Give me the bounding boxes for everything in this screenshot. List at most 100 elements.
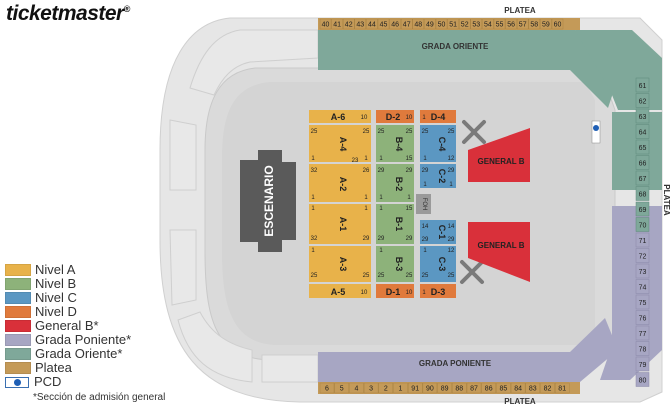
platea-seat-bottom-81[interactable] [555,382,570,394]
platea-seat-top-54[interactable] [482,18,494,30]
platea-seat-bottom-84[interactable] [510,382,526,394]
section-d3[interactable]: D-3 1 [420,284,456,298]
section-a4[interactable]: A-4 25 25 1 1 [309,125,371,162]
section-d4[interactable]: D-4 1 [420,110,456,123]
platea-seat-top-59[interactable] [540,18,552,30]
platea-seat-bottom-88[interactable] [452,382,467,394]
section-a1[interactable]: A-1 32 29 1 1 [309,204,371,244]
platea-seat-top-45[interactable] [377,18,390,30]
platea-seat-top-58[interactable] [528,18,540,30]
platea-seat-right-68[interactable] [635,186,650,201]
platea-seat-right-label: 69 [639,207,647,214]
section-b2[interactable]: B-2 29 29 1 1 [376,164,414,202]
platea-seat-bottom-label: 89 [441,386,449,393]
platea-seat-right-64[interactable] [635,124,650,139]
section-a5[interactable]: A-5 10 [309,284,371,298]
platea-seat-bottom-4[interactable] [349,382,364,394]
platea-seat-top-57[interactable] [517,18,529,30]
platea-seat-right-79[interactable] [635,356,650,372]
svg-text:B-3: B-3 [394,257,404,272]
platea-seat-bottom-87[interactable] [466,382,482,394]
platea-seat-right-63[interactable] [635,108,650,124]
svg-text:25: 25 [311,273,318,279]
general-b-lower[interactable]: GENERAL B [468,222,530,282]
platea-seat-top-46[interactable] [389,18,401,30]
platea-seat-top-50[interactable] [435,18,448,30]
platea-seat-bottom-3[interactable] [363,382,379,394]
platea-seat-bottom-6[interactable] [319,382,335,394]
platea-seat-right-label: 67 [639,176,647,183]
platea-seat-right-77[interactable] [635,325,650,341]
platea-seat-bottom-91[interactable] [408,382,423,394]
platea-seat-bottom-83[interactable] [525,382,540,394]
platea-seat-top-49[interactable] [424,18,436,30]
platea-seat-right-61[interactable] [635,77,650,93]
section-b3[interactable]: B-3 25 25 1 [376,246,414,282]
platea-seat-bottom-90[interactable] [422,382,438,394]
platea-seat-top-42[interactable] [343,18,355,30]
platea-seat-top-51[interactable] [447,18,459,30]
section-a3[interactable]: A-3 25 25 1 [309,246,371,282]
section-b1[interactable]: B-1 29 29 1 15 [376,204,414,244]
platea-seat-bottom-82[interactable] [540,382,555,394]
section-c2[interactable]: C-2 29 29 1 1 [420,164,456,188]
platea-seat-top-44[interactable] [366,18,378,30]
foh-booth: FOH [416,194,431,214]
svg-text:25: 25 [448,129,455,135]
platea-seat-bottom-label: 1 [399,386,403,393]
platea-seat-top-56[interactable] [505,18,517,30]
pcd-marker[interactable] [591,120,601,144]
svg-text:25: 25 [422,273,429,279]
platea-seat-bottom-89[interactable] [437,382,452,394]
platea-seat-bottom-2[interactable] [378,382,393,394]
platea-seat-bottom-86[interactable] [481,382,496,394]
platea-seat-right-65[interactable] [635,139,650,155]
legend-swatch [5,320,31,332]
svg-text:A-3: A-3 [338,257,348,272]
platea-seat-top-53[interactable] [470,18,482,30]
section-b4[interactable]: B-4 25 25 1 15 [376,125,414,162]
section-a6[interactable]: A-6 10 [309,110,371,123]
legend-label: Nivel A [35,262,76,277]
platea-seat-right-75[interactable] [635,294,650,310]
platea-seat-top-label: 43 [356,22,364,29]
general-b-upper[interactable]: GENERAL B [468,128,530,182]
platea-seat-bottom-label: 88 [455,386,463,393]
platea-seat-top-41[interactable] [331,18,343,30]
platea-seat-bottom-1[interactable] [393,382,408,394]
platea-seat-top-60[interactable] [551,18,564,30]
general-admission-note: *Sección de admisión general [33,392,166,403]
legend-swatch [5,306,31,318]
platea-seat-right-80[interactable] [635,372,650,387]
platea-seat-right-66[interactable] [635,155,650,170]
platea-seat-top-47[interactable] [401,18,413,30]
platea-seat-bottom-85[interactable] [496,382,511,394]
platea-seat-right-label: 71 [639,238,647,245]
stage-label: ESCENARIO [262,165,276,236]
platea-seat-top-43[interactable] [354,18,366,30]
platea-seat-top-52[interactable] [459,18,471,30]
platea-seat-right-71[interactable] [635,232,650,248]
platea-seat-right-69[interactable] [635,201,650,217]
platea-seat-top-label: 57 [519,22,527,29]
svg-text:1: 1 [423,156,427,162]
platea-seat-right-72[interactable] [635,248,650,263]
platea-seat-right-label: 65 [639,145,647,152]
section-d2[interactable]: D-2 10 [376,110,414,123]
platea-seat-top-40[interactable] [319,18,332,30]
platea-seat-right-73[interactable] [635,263,650,279]
section-c1[interactable]: C-1 14 14 29 29 [420,220,456,244]
platea-seat-right-76[interactable] [635,310,650,325]
platea-seat-right-70[interactable] [635,217,650,232]
platea-seat-top-55[interactable] [493,18,506,30]
section-a2[interactable]: A-2 32 26 1 1 23 [309,158,371,202]
section-c3[interactable]: C-3 25 25 1 12 [420,246,456,282]
section-d1[interactable]: D-1 10 [376,284,414,298]
platea-seat-bottom-5[interactable] [334,382,349,394]
platea-seat-right-74[interactable] [635,279,650,294]
section-c4[interactable]: C-4 25 25 1 12 [420,125,456,162]
platea-seat-top-48[interactable] [412,18,424,30]
platea-seat-right-62[interactable] [635,93,650,108]
platea-seat-right-67[interactable] [635,170,650,186]
platea-seat-right-78[interactable] [635,341,650,356]
